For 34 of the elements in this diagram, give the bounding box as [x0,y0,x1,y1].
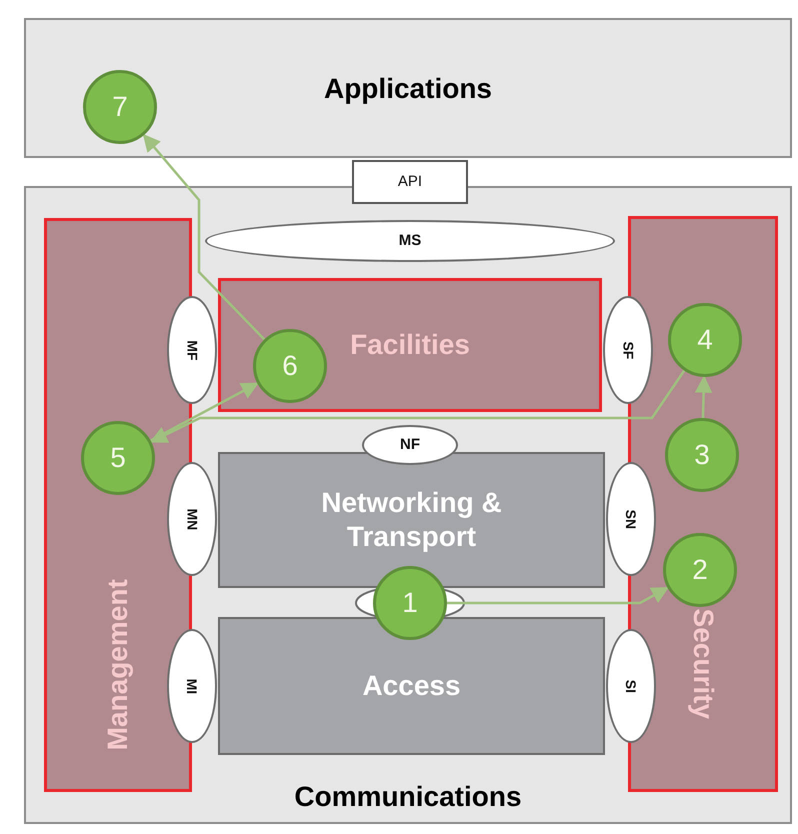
layer-label: SF [620,341,636,359]
step-number: 4 [697,323,713,357]
layer-label: Communications [294,780,522,814]
layer-label: SI [622,679,640,693]
layer-label: Networking & Transport [320,486,503,554]
layer-label: API [398,173,422,191]
layer-label: MI [184,678,200,694]
step-number: 5 [110,441,126,475]
layer-box [218,452,605,588]
step-number: 7 [112,90,128,124]
step-number: 3 [694,438,710,472]
layer-label: MF [184,340,200,360]
layer-label: NF [400,436,420,454]
step-number: 2 [692,553,708,587]
layer-label: MN [184,508,200,530]
step-number: 1 [402,586,418,620]
layer-label: Management [101,579,134,751]
layer-label: Access [361,669,462,703]
layer-label: Applications [324,72,492,106]
arrow [150,382,259,442]
layer-label: MS [398,232,422,250]
interface-box [352,160,468,204]
step-number: 6 [282,349,298,383]
layer-label: Facilities [350,328,470,362]
layer-label: Security [686,608,720,720]
layer-box [218,617,605,755]
layer-box [24,18,792,158]
layer-label: SN [622,509,640,529]
arrow [447,586,670,604]
arrow [150,370,686,443]
layer-box [218,278,602,412]
arrow [694,375,712,418]
layer-box [24,186,792,824]
arrow [142,134,266,340]
